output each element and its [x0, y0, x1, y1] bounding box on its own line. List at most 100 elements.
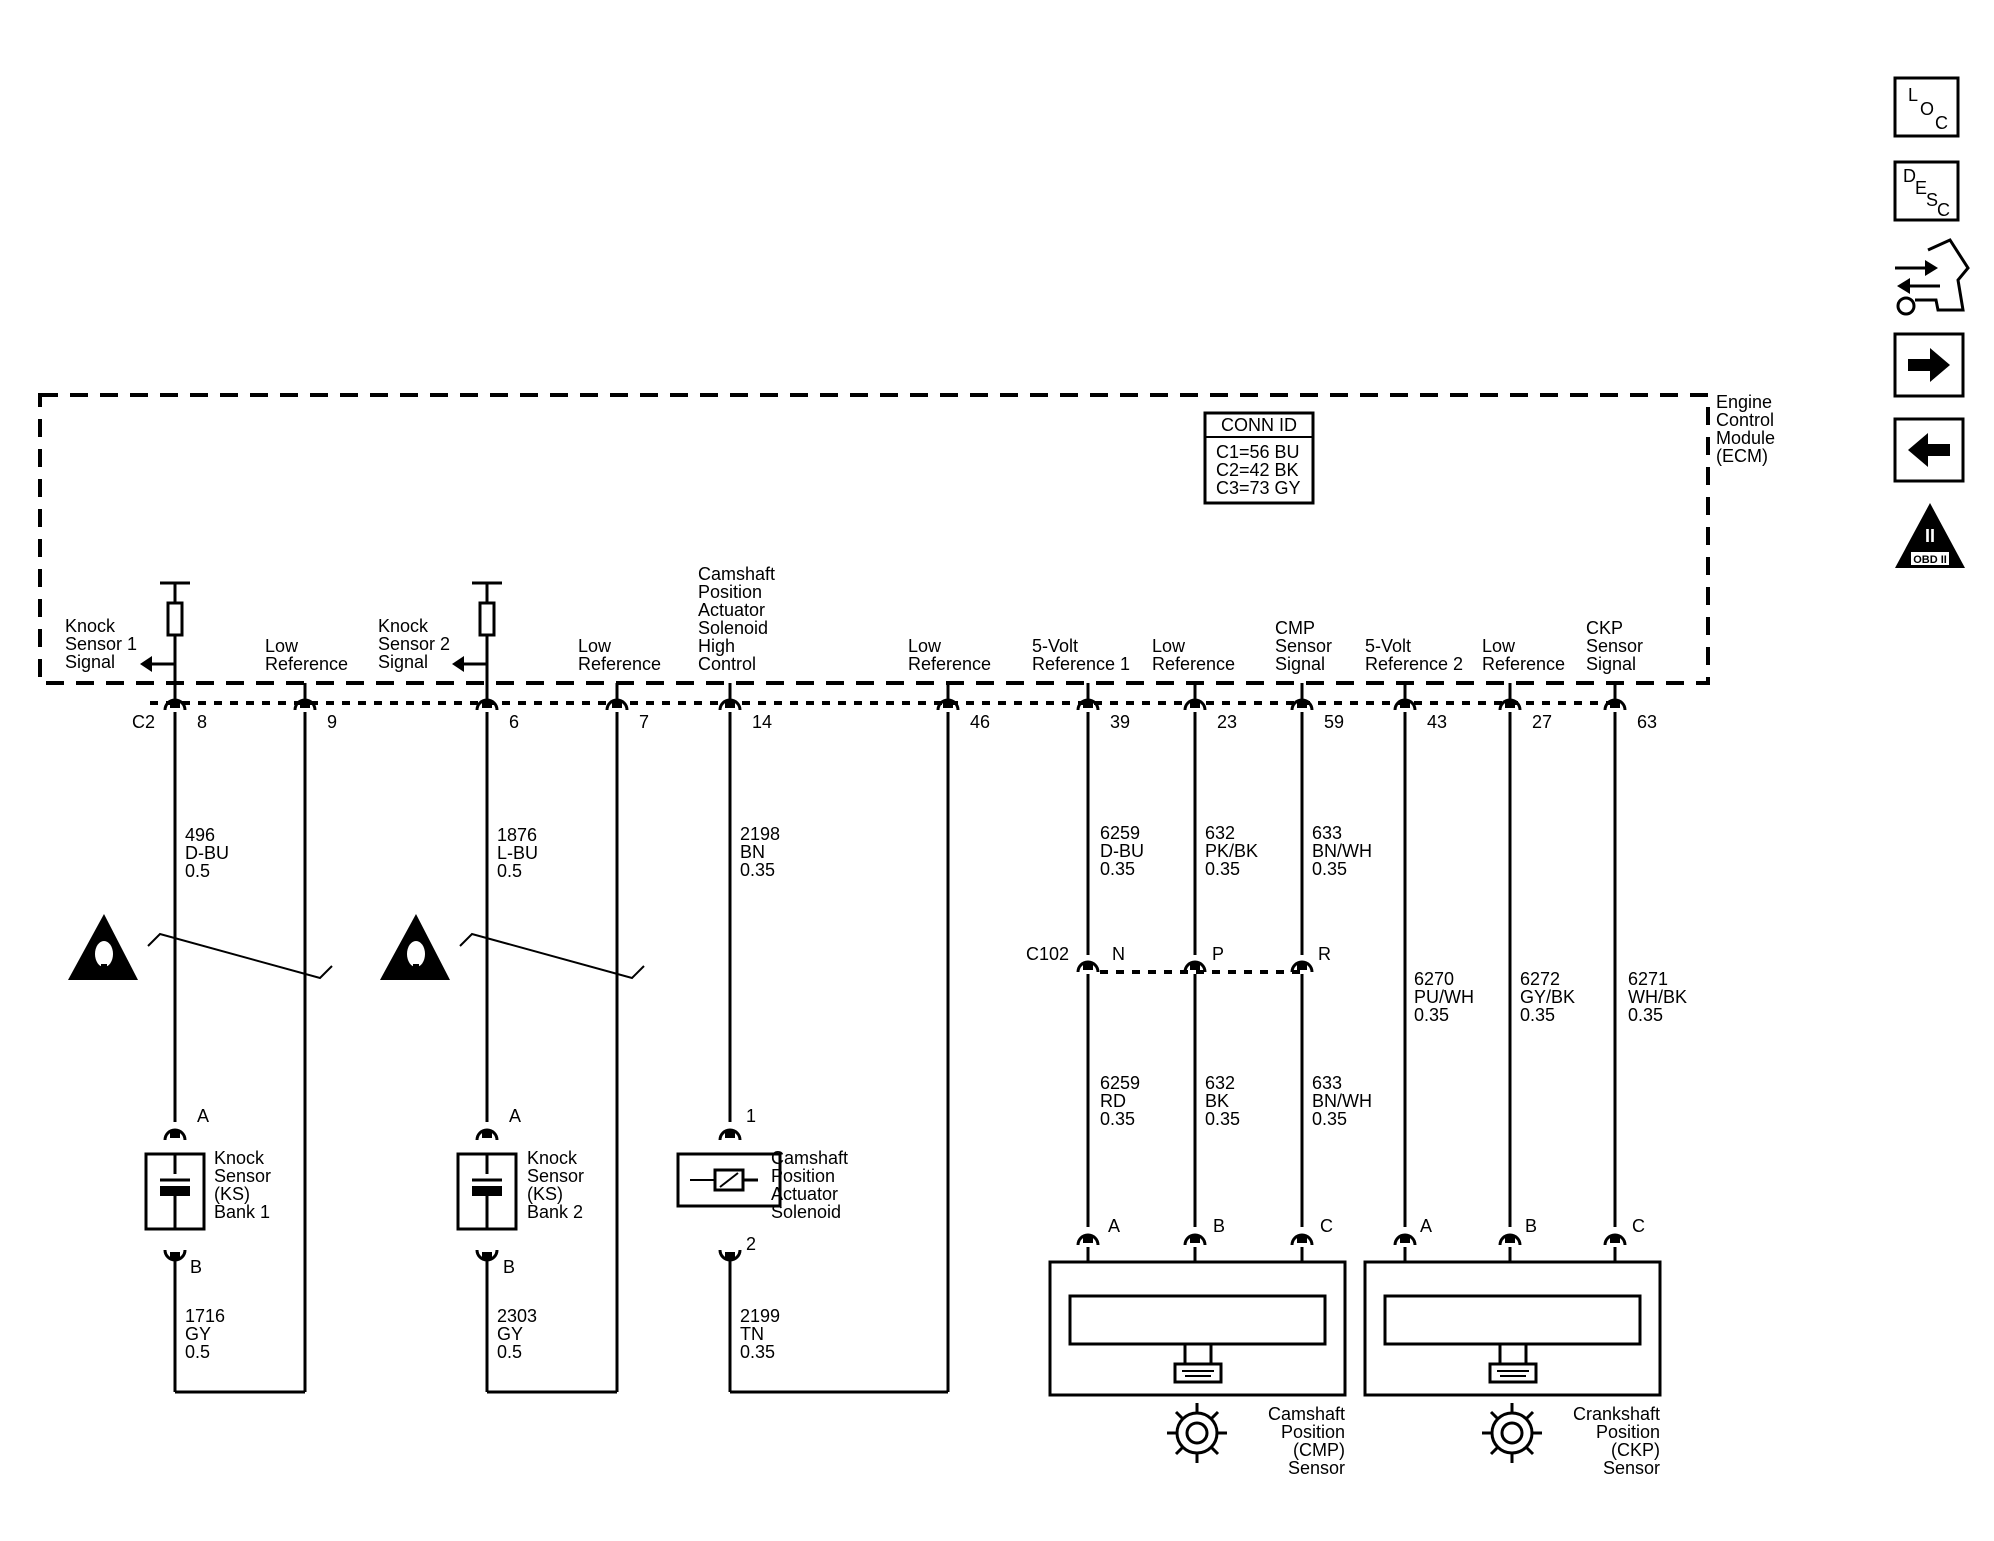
ecm-pin-labels: Knock Sensor 1 Signal Low Reference Knoc… [65, 564, 1643, 674]
solenoid-label-2: Position [771, 1166, 835, 1186]
ckp-label-2: Position [1596, 1422, 1660, 1442]
knock-sensor-bank-1: A B Knock Sensor (KS) Bank 1 [144, 1106, 271, 1277]
wire-632-bk-size: 0.35 [1205, 1109, 1240, 1129]
pin-8-symbol-body [170, 700, 180, 708]
pin-number-27: 27 [1532, 712, 1552, 732]
pin-label-46-line-2: Reference [908, 654, 991, 674]
connector-end-view-icon[interactable] [1895, 238, 1970, 316]
pin-number-63: 63 [1637, 712, 1657, 732]
caution-icon-ks1 [68, 914, 138, 980]
pin-23-symbol-body [1190, 700, 1200, 708]
ckp-label-1: Crankshaft [1573, 1404, 1660, 1424]
pin-number-8: 8 [197, 712, 207, 732]
pin-number-6: 6 [509, 712, 519, 732]
previous-icon[interactable] [1893, 417, 1965, 483]
pin-9-symbol-body [300, 700, 310, 708]
pin-label-9-line-2: Reference [265, 654, 348, 674]
ks2-internal-circuit [452, 581, 502, 672]
cmp-pin-b: B [1213, 1216, 1225, 1236]
wire-2199-size: 0.35 [740, 1342, 775, 1362]
pin-label-14-line-6: Control [698, 654, 756, 674]
ckp-pin-B-symbol-body [1505, 1235, 1515, 1243]
wire-2198-color: BN [740, 842, 765, 862]
comp-pin-bottom-6-body [482, 1252, 492, 1260]
obd-ii-label: OBD II [1913, 554, 1947, 566]
pin-label-8-line-1: Knock [65, 616, 116, 636]
ckp-pin-C-symbol-body [1610, 1235, 1620, 1243]
pin-label-43-line-2: Reference 2 [1365, 654, 1463, 674]
wire-632-color: PK/BK [1205, 841, 1258, 861]
cmp-label-2: Position [1281, 1422, 1345, 1442]
pin-label-59-line-2: Sensor [1275, 636, 1332, 656]
cmp-pin-A-symbol-body [1083, 1235, 1093, 1243]
conn-id-line-2: C2=42 BK [1216, 460, 1299, 480]
ks1-pin-a: A [197, 1106, 209, 1126]
wire-6271-size: 0.35 [1628, 1005, 1663, 1025]
pin-label-14-line-4: Solenoid [698, 618, 768, 638]
loc-letter-c: C [1935, 113, 1948, 133]
wire-2303-size: 0.5 [497, 1342, 522, 1362]
pin-number-43: 43 [1427, 712, 1447, 732]
ks1-pin-b: B [190, 1257, 202, 1277]
camshaft-actuator-solenoid: 1 2 Camshaft Position Actuator Solenoid [676, 1106, 848, 1254]
c102-connector-label: C102 [1026, 944, 1069, 964]
comp-pin-top-8-body [170, 1130, 180, 1138]
pin-label-14-line-5: High [698, 636, 735, 656]
c102-pin-P-symbol-body [1190, 962, 1200, 970]
solenoid-pin-1: 1 [746, 1106, 756, 1126]
comp-pin-top-14-body [725, 1130, 735, 1138]
wire-632-num: 632 [1205, 823, 1235, 843]
conn-id-line-3: C3=73 GY [1216, 478, 1301, 498]
twisted-pair-marks [147, 932, 645, 980]
pin-label-14-line-3: Actuator [698, 600, 765, 620]
pin-label-27-line-2: Reference [1482, 654, 1565, 674]
wire-2303-color: GY [497, 1324, 523, 1344]
wire-632-bk-num: 632 [1205, 1073, 1235, 1093]
obd-ii-icon[interactable]: II OBD II [1895, 503, 1965, 568]
wire-633-color: BN/WH [1312, 841, 1372, 861]
knock-sensor-bank-2: A B Knock Sensor (KS) Bank 2 [456, 1106, 584, 1277]
wire-632-size: 0.35 [1205, 859, 1240, 879]
cmp-pin-a: A [1108, 1216, 1120, 1236]
pin-7-symbol-body [612, 700, 622, 708]
c102-pin-p: P [1212, 944, 1224, 964]
pin-43-symbol-body [1400, 700, 1410, 708]
ckp-pin-A-symbol-body [1400, 1235, 1410, 1243]
ks2-label-4: Bank 2 [527, 1202, 583, 1222]
pin-label-63-line-3: Signal [1586, 654, 1636, 674]
pin-number-59: 59 [1324, 712, 1344, 732]
ks2-label-1: Knock [527, 1148, 578, 1168]
ks2-label-3: (KS) [527, 1184, 563, 1204]
desc-letter-e: E [1915, 178, 1927, 198]
wire-2198-size: 0.35 [740, 860, 775, 880]
pin-label-59-line-3: Signal [1275, 654, 1325, 674]
pin-number-39: 39 [1110, 712, 1130, 732]
solenoid-label-3: Actuator [771, 1184, 838, 1204]
wire-6272-size: 0.35 [1520, 1005, 1555, 1025]
ecm-module-label: Engine Control Module (ECM) [1716, 392, 1775, 466]
pin-label-6-line-3: Signal [378, 652, 428, 672]
ks1-label-3: (KS) [214, 1184, 250, 1204]
ks2-pin-a: A [509, 1106, 521, 1126]
pin-27-symbol-body [1505, 700, 1515, 708]
wire-1876-num: 1876 [497, 825, 537, 845]
solenoid-label-1: Camshaft [771, 1148, 848, 1168]
pin-label-63-line-1: CKP [1586, 618, 1623, 638]
wire-1716-num: 1716 [185, 1306, 225, 1326]
desc-icon[interactable]: D E S C [1893, 160, 1960, 222]
pin-label-63-line-2: Sensor [1586, 636, 1643, 656]
wire-633-size: 0.35 [1312, 859, 1347, 879]
wire-6259-size: 0.35 [1100, 859, 1135, 879]
loc-letter-l: L [1908, 85, 1918, 105]
pin-label-7-line-1: Low [578, 636, 612, 656]
pin-label-8-line-2: Sensor 1 [65, 634, 137, 654]
c102-pin-N-symbol-body [1083, 962, 1093, 970]
conn-id-line-1: C1=56 BU [1216, 442, 1300, 462]
solenoid-label-4: Solenoid [771, 1202, 841, 1222]
cmp-pin-B-symbol-body [1190, 1235, 1200, 1243]
next-icon[interactable] [1893, 332, 1965, 398]
loc-icon[interactable]: L O C [1893, 76, 1960, 138]
pin-label-43-line-1: 5-Volt [1365, 636, 1411, 656]
